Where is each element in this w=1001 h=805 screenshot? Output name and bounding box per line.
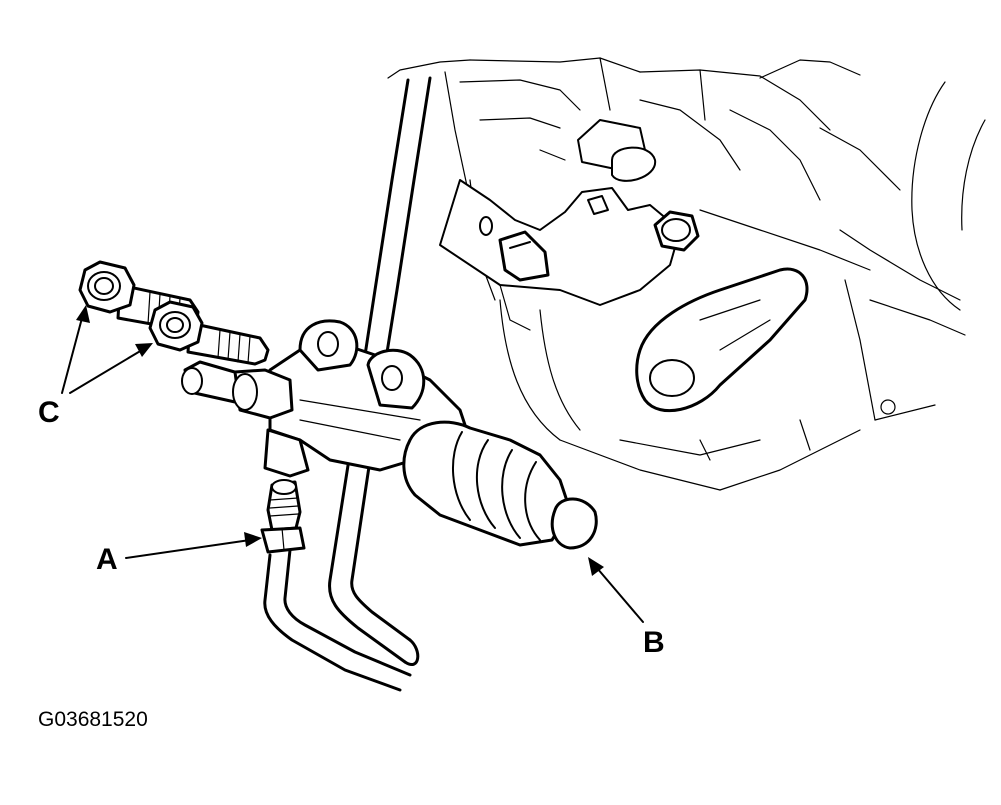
flare-nut-fitting [260,479,306,554]
figure-id-label: G03681520 [38,708,148,731]
transmission-housing [387,57,986,491]
slave-cylinder [181,319,598,550]
callout-leaders [61,305,644,623]
callout-b-label: B [643,626,665,659]
mounting-bolts [78,260,270,366]
callout-c-label: C [38,396,60,429]
mounting-bracket [439,119,700,331]
release-fork [635,267,809,413]
callout-a-label: A [96,543,118,576]
